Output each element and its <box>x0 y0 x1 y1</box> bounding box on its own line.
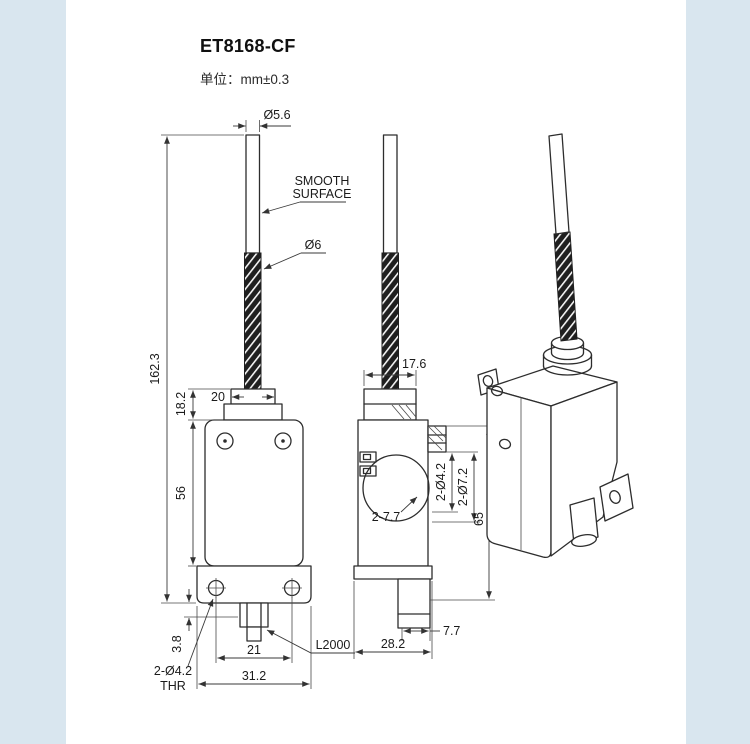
leader-arrow <box>266 629 355 654</box>
persp-smooth-rod <box>548 133 570 235</box>
dim-slot-width: 2-7.7 <box>372 510 401 524</box>
front-spring-section <box>244 252 262 390</box>
dim-mount-hole-spacing: 65 <box>472 512 486 526</box>
callout-mount-holes: 2-Ø4.2 <box>154 664 192 678</box>
callout-cable-length: L2000 <box>316 638 351 652</box>
front-body <box>204 419 304 567</box>
units-tolerance-note: 单位：mm±0.3 <box>200 72 290 87</box>
front-head-cap-lower <box>223 403 283 421</box>
persp-top-lug-hole <box>482 374 494 388</box>
hatch-line <box>398 404 412 420</box>
hatch-line <box>405 404 417 418</box>
front-cable-gland <box>239 602 269 628</box>
dim-flange-thickness: 3.8 <box>170 635 184 652</box>
note-smooth: SMOOTH <box>295 174 350 188</box>
side-terminal-block-1 <box>359 451 377 463</box>
front-cover-screw-right-center <box>281 439 285 443</box>
side-terminal-1-detail <box>362 453 372 461</box>
drawing-sheet <box>66 0 686 744</box>
dim-bracket-hole-diameter: 2-Ø4.2 <box>434 463 448 501</box>
side-spring-section <box>381 252 399 390</box>
dim-flange-width: 31.2 <box>242 669 266 683</box>
leader-arrow <box>263 252 302 270</box>
side-terminal-2-detail <box>362 467 372 475</box>
side-cable-gland <box>397 578 431 629</box>
front-cover-screw-left <box>216 432 234 450</box>
front-cable-exit <box>246 626 262 642</box>
side-body <box>357 419 429 567</box>
persp-body-front-face <box>486 387 552 559</box>
hatch-line <box>433 425 447 439</box>
hatch-line <box>391 404 405 420</box>
persp-bottom-mount-tab <box>599 473 634 522</box>
persp-bottom-tab-hole <box>609 490 621 504</box>
dim-head-width: 17.6 <box>402 357 426 371</box>
dim-total-height: 162.3 <box>148 353 162 384</box>
leader-arrow <box>400 496 418 513</box>
hatch-line <box>428 426 444 442</box>
dim-body-height: 56 <box>174 486 188 500</box>
front-mounting-flange <box>196 565 312 604</box>
side-view <box>353 134 447 629</box>
side-smooth-rod <box>382 134 398 254</box>
leader-arrow <box>187 598 214 667</box>
persp-cover-screw-1 <box>490 385 504 397</box>
callout-mount-holes-thread: THR <box>160 679 186 693</box>
dim-body-width: 28.2 <box>381 637 405 651</box>
front-view-dimensions: Ø5.6 SMOOTH SURFACE Ø6 20 162.3 <box>148 108 355 693</box>
persp-boss-lower-bottom <box>542 365 593 376</box>
persp-spring-section <box>553 231 578 342</box>
front-head-cap-upper <box>230 388 276 405</box>
part-number-title: ET8168-CF <box>200 36 296 56</box>
dim-counterbore-diameter: 2-Ø7.2 <box>456 468 470 506</box>
hatch-line <box>427 435 443 451</box>
dim-hole-spacing: 21 <box>247 643 261 657</box>
leader-arrow <box>261 201 301 214</box>
perspective-view <box>477 133 634 559</box>
dim-cap-width: 20 <box>211 390 225 404</box>
persp-cover-screw-2 <box>498 438 512 450</box>
persp-cable-gland-end <box>571 534 597 547</box>
note-surface: SURFACE <box>292 187 351 201</box>
dim-spring-diameter: Ø6 <box>305 238 322 252</box>
persp-cable-gland-cylinder <box>569 497 599 545</box>
persp-boss-upper-bottom <box>550 352 585 361</box>
side-mount-bracket <box>427 425 447 453</box>
front-cover-screw-left-center <box>223 439 227 443</box>
side-mechanism-circle <box>362 454 430 522</box>
dim-rod-diameter: Ø5.6 <box>263 108 290 122</box>
front-view <box>196 134 312 642</box>
dim-step-width: 7.7 <box>443 624 460 638</box>
side-flange-plate <box>353 565 433 580</box>
front-smooth-rod <box>245 134 261 254</box>
front-cover-screw-right <box>274 432 292 450</box>
dim-cap-height: 18.2 <box>174 392 188 416</box>
